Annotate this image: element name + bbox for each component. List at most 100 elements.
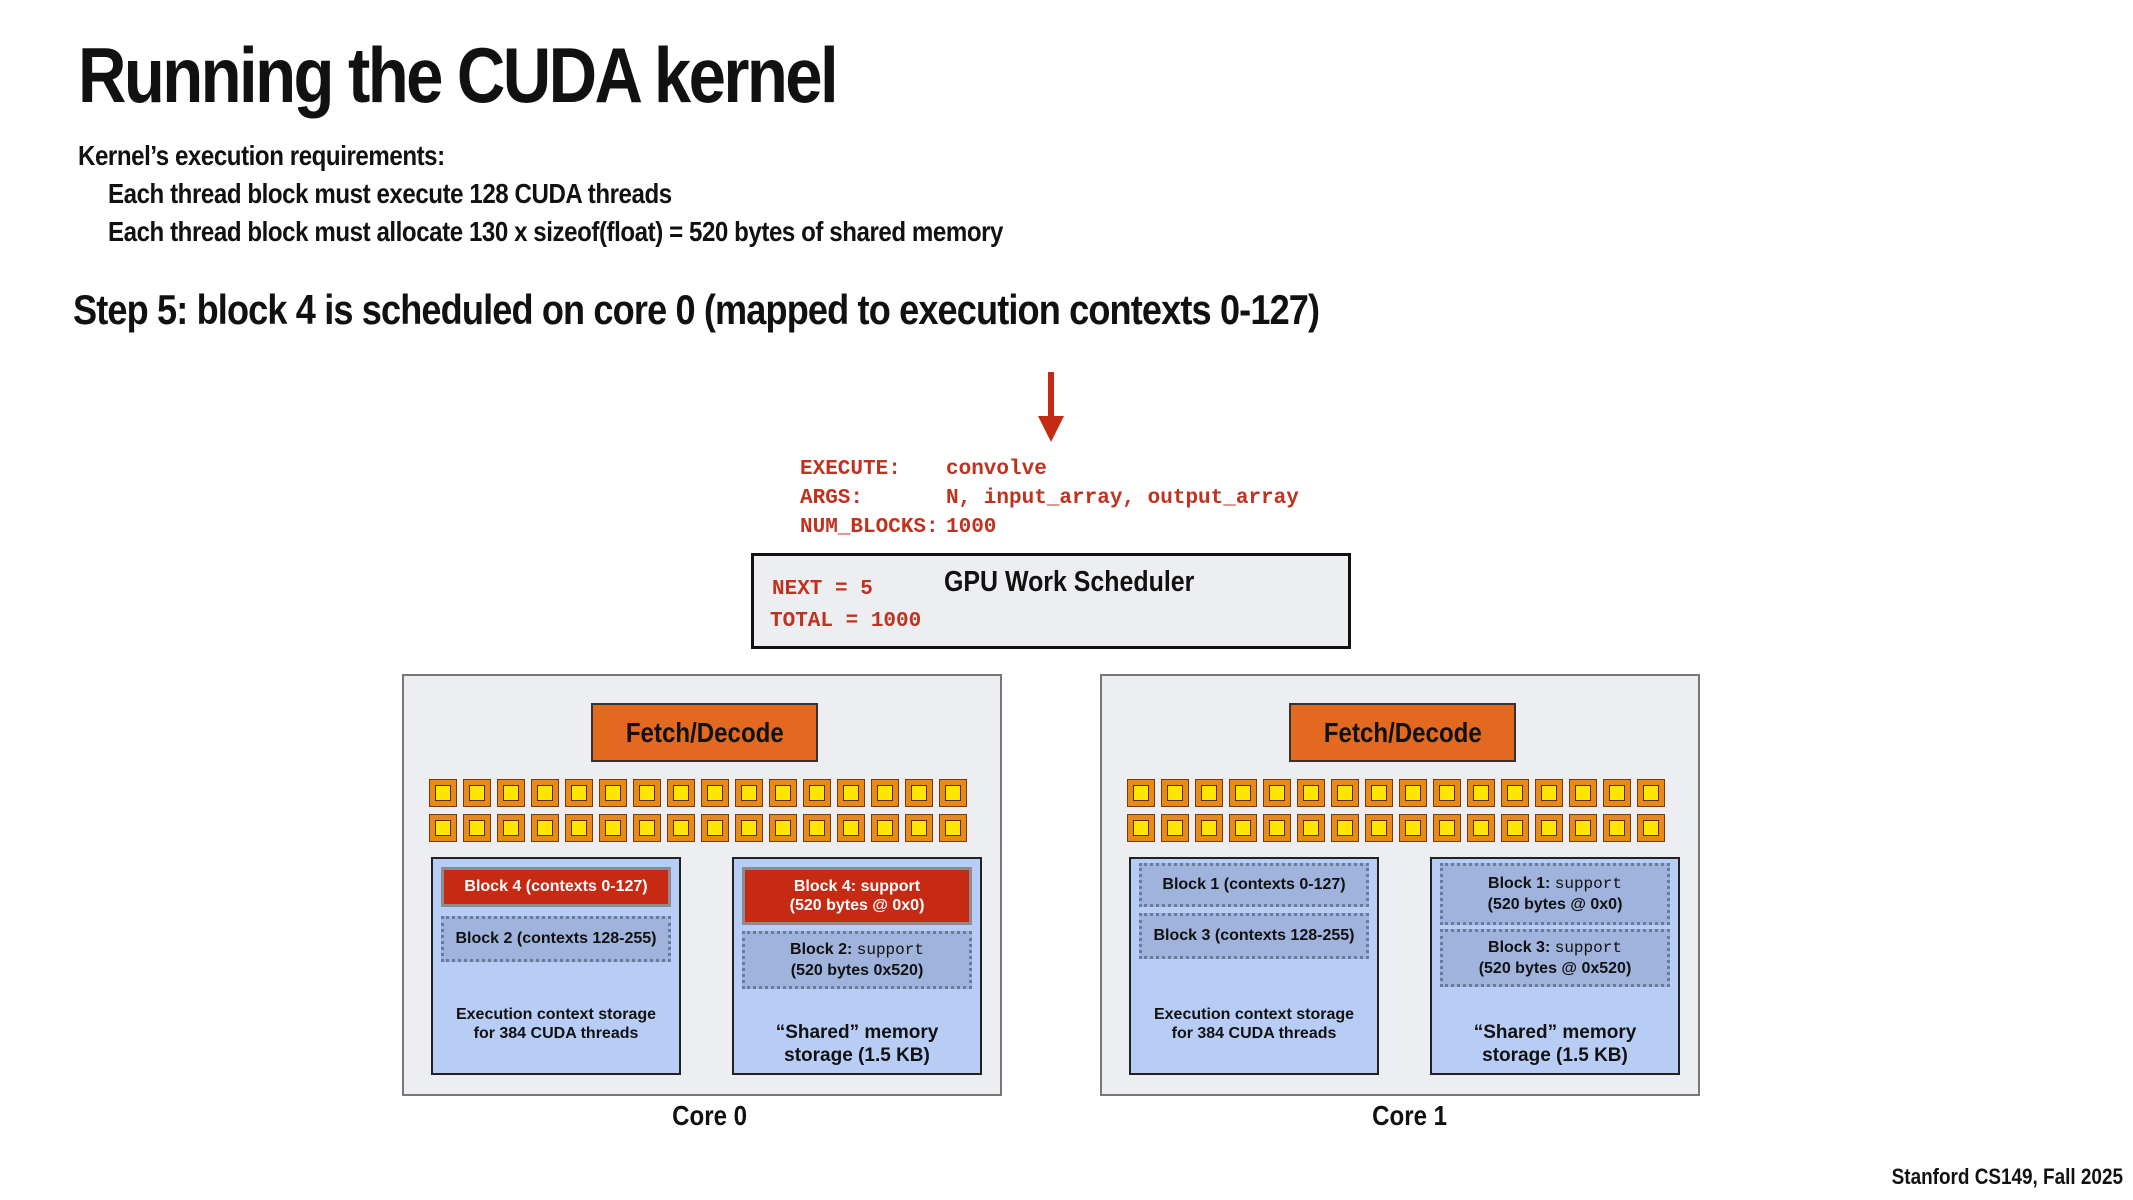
alu-unit (1433, 814, 1461, 842)
alu-unit (871, 779, 899, 807)
alu-unit (735, 814, 763, 842)
block-3-contexts: Block 3 (contexts 128-255) (1139, 913, 1369, 959)
alu-unit (905, 814, 933, 842)
down-arrow-icon (1038, 372, 1064, 442)
alu-unit (531, 814, 559, 842)
alu-unit (769, 779, 797, 807)
alu-unit (1433, 779, 1461, 807)
alu-unit (803, 779, 831, 807)
step-heading: Step 5: block 4 is scheduled on core 0 (… (73, 286, 1320, 333)
alu-unit (1229, 779, 1257, 807)
alu-unit (497, 779, 525, 807)
alu-unit (1467, 779, 1495, 807)
alu-unit (667, 779, 695, 807)
alu-grid (429, 779, 967, 842)
scheduler-total: TOTAL = 1000 (770, 610, 922, 633)
block-3-shared: Block 3: support(520 bytes @ 0x520) (1440, 929, 1670, 987)
alu-unit (565, 779, 593, 807)
fetch-decode-unit: Fetch/Decode (1289, 703, 1516, 762)
alu-row (429, 814, 967, 842)
alu-unit (735, 779, 763, 807)
execution-context-storage: Block 4 (contexts 0-127) Block 2 (contex… (431, 857, 681, 1075)
core-1-label: Core 1 (1372, 1100, 1448, 1131)
requirement-shared-memory: Each thread block must allocate 130 x si… (108, 216, 1004, 247)
alu-unit (1127, 779, 1155, 807)
alu-unit (1637, 779, 1665, 807)
alu-unit (1467, 814, 1495, 842)
core-1: Fetch/Decode Block 1 (contexts 0-127) Bl… (1100, 674, 1700, 1096)
requirements-heading: Kernel’s execution requirements: (78, 140, 445, 171)
num-blocks-key: NUM_BLOCKS: (800, 516, 939, 539)
alu-unit (837, 779, 865, 807)
block-detail: (520 bytes @ 0x520) (1478, 959, 1632, 977)
alu-unit (633, 814, 661, 842)
num-blocks-value: 1000 (946, 516, 997, 539)
block-name: Block 2: (790, 941, 857, 959)
requirement-threads: Each thread block must execute 128 CUDA … (108, 178, 672, 209)
alu-unit (769, 814, 797, 842)
execution-context-storage: Block 1 (contexts 0-127) Block 3 (contex… (1129, 857, 1379, 1075)
alu-unit (1229, 814, 1257, 842)
block-name: Block 3: (1488, 939, 1555, 957)
alu-unit (939, 814, 967, 842)
alu-unit (1195, 779, 1223, 807)
args-value: N, input_array, output_array (946, 487, 1299, 510)
slide-title: Running the CUDA kernel (78, 31, 839, 119)
alu-row (1127, 779, 1665, 807)
args-key: ARGS: (800, 487, 864, 510)
alu-unit (871, 814, 899, 842)
alu-unit (463, 814, 491, 842)
shared-memory-label: “Shared” memory storage (1.5 KB) (775, 1022, 939, 1066)
alu-unit (1399, 779, 1427, 807)
execute-key: EXECUTE: (800, 458, 901, 481)
execution-context-label: Execution context storage for 384 CUDA t… (455, 1006, 657, 1043)
core-0-label: Core 0 (672, 1100, 748, 1131)
fetch-decode-label: Fetch/Decode (1323, 716, 1482, 748)
alu-unit (1263, 779, 1291, 807)
alu-unit (1637, 814, 1665, 842)
support-label: support (1554, 875, 1622, 894)
alu-unit (837, 814, 865, 842)
block-1-shared: Block 1: support(520 bytes @ 0x0) (1440, 863, 1670, 925)
alu-unit (531, 779, 559, 807)
support-label: support (856, 941, 924, 960)
alu-unit (1297, 779, 1325, 807)
block-detail: (520 bytes @ 0x0) (789, 897, 925, 914)
alu-unit (905, 779, 933, 807)
alu-unit (1161, 779, 1189, 807)
alu-unit (667, 814, 695, 842)
alu-unit (939, 779, 967, 807)
shared-memory-storage: Block 4: support (520 bytes @ 0x0) Block … (732, 857, 982, 1075)
block-2-shared: Block 2: support(520 bytes 0x520) (742, 931, 972, 989)
alu-unit (1399, 814, 1427, 842)
course-footer: Stanford CS149, Fall 2025 (1891, 1164, 2123, 1189)
support-label: support (1554, 939, 1622, 958)
alu-unit (1603, 779, 1631, 807)
alu-unit (1365, 779, 1393, 807)
alu-unit (429, 779, 457, 807)
alu-unit (1535, 779, 1563, 807)
alu-unit (599, 814, 627, 842)
shared-memory-storage: Block 1: support(520 bytes @ 0x0) Block … (1430, 857, 1680, 1075)
scheduler-next: NEXT = 5 (772, 578, 873, 601)
block-1-contexts: Block 1 (contexts 0-127) (1139, 863, 1369, 907)
alu-row (429, 779, 967, 807)
execution-context-label: Execution context storage for 384 CUDA t… (1153, 1006, 1355, 1043)
alu-unit (1331, 779, 1359, 807)
alu-unit (803, 814, 831, 842)
scheduler-title: GPU Work Scheduler (944, 566, 1195, 598)
block-name: Block 4: (793, 877, 861, 895)
fetch-decode-label: Fetch/Decode (625, 716, 784, 748)
alu-grid (1127, 779, 1665, 842)
core-0: Fetch/Decode Block 4 (contexts 0-127) Bl… (402, 674, 1002, 1096)
alu-unit (1501, 814, 1529, 842)
alu-unit (497, 814, 525, 842)
gpu-work-scheduler: NEXT = 5 TOTAL = 1000 GPU Work Scheduler (751, 553, 1351, 649)
alu-row (1127, 814, 1665, 842)
block-detail: (520 bytes 0x520) (790, 961, 924, 979)
alu-unit (1569, 814, 1597, 842)
alu-unit (1195, 814, 1223, 842)
alu-unit (429, 814, 457, 842)
alu-unit (1365, 814, 1393, 842)
alu-unit (701, 779, 729, 807)
